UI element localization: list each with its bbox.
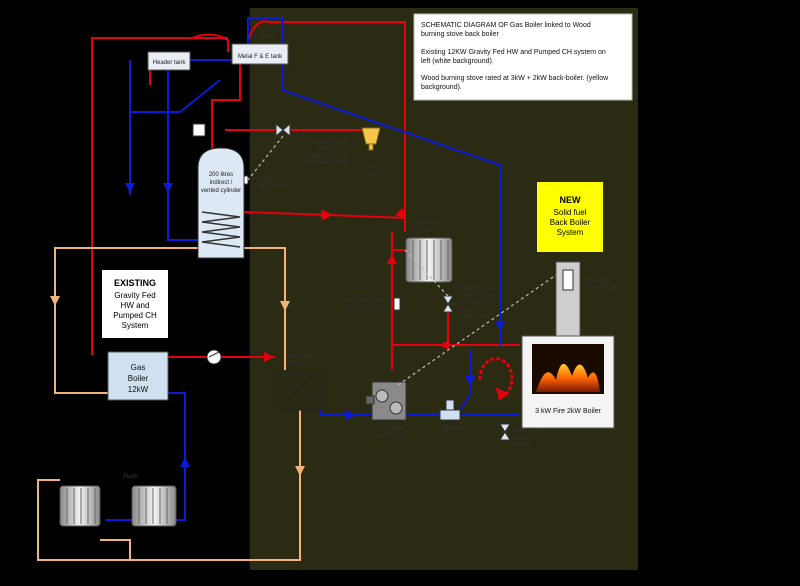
control-dash-3 [397,274,557,386]
radiator-1 [59,485,101,527]
info-line-4: left (white background). [421,58,494,65]
hot-water-pipe-thermostat [393,297,401,311]
drain-valve-label-1: Drain Cock [512,428,543,434]
thermosyphon-loop [478,357,514,401]
load-unit-label-2: and Pump [375,433,403,439]
powered-close-label-2: valve. E.g. all [458,293,494,299]
cylinder-thermostat-label-2: Thermostat [256,183,287,189]
existing-title: EXISTING [114,278,156,288]
hot-water-stat-label-1: Hot Water pipe [344,298,384,304]
heat-exchanger-label-1: Plate Heat [288,354,316,360]
gas-pump-mark [208,351,220,358]
load-valve-pump: Load Valve and Pump [365,381,407,439]
drain-valve-label-2: Isolation [512,435,534,441]
powered-close-label-4: power cut [458,307,484,313]
powered-valve-label-1: Powered open [307,139,346,145]
blue-to-cylinder [167,60,200,241]
hot-water-cylinder: 200 litres indirect / vented cylinder Cy… [197,147,287,259]
air-separator [192,123,206,137]
header-tank-label: Header tank [153,60,187,66]
radiators-label: Rads [124,474,138,480]
powered-open-valve: Powered open valve (located at cylinder … [275,122,351,166]
wood-stove: 3 kW Fire 2kW Boiler [521,335,615,429]
powered-close-label-3: the event of a [458,300,495,306]
existing-line-1: Gravity Fed [114,291,155,300]
info-line-2: burning stove back boiler [421,31,499,38]
stove-label: 3 kW Fire 2kW Boiler [535,408,601,415]
info-line-5: Wood burning stove rated at 3kW + 2kW ba… [421,75,609,82]
radiator-2 [131,485,177,527]
drain-isolation-valve: Drain Cock Isolation valves [499,423,543,448]
powered-valve-label-4: base/feed ? 30C) [303,160,349,166]
vent-label: Vents [258,34,273,40]
drain-valve-label-3: valves [512,442,529,448]
peach-right-column [244,247,286,370]
fe-tank-label: Metal F & E tank [238,54,283,60]
load-unit-label-1: Load Valve [374,426,404,432]
existing-system-box: EXISTING Gravity Fed HW and Pumped CH Sy… [102,270,168,338]
cylinder-label-3: vented cylinder [201,188,241,194]
new-line-1: Solid fuel [554,208,587,217]
vent-hook-left [191,33,229,52]
info-line-1: SCHEMATIC DIAGRAM OF Gas Boiler linked t… [421,22,591,29]
heat-dump-radiator: Heat Dump Radiator [405,220,453,283]
heat-exchanger-label-2: Exchanger [288,361,317,367]
vent-pipe-gas [247,20,406,232]
cylinder-label-1: 200 litres [209,172,233,178]
hot-water-stat-label-2: Thermostat [349,305,380,311]
header-tank: Header tank [147,51,191,71]
info-line-3: Existing 12KW Gravity Fed HW and Pumped … [421,49,606,56]
coil-flow-right [243,208,406,232]
powered-close-label-5: valve opens [458,314,490,320]
new-system-box: NEW Solid fuel Back Boiler System [537,182,603,252]
flue-pipe: Flue pipe Thermostat [555,261,617,339]
gas-boiler-label-3: 12kW [128,385,149,394]
new-title: NEW [560,195,582,205]
primary-flow-cylinder [211,64,241,160]
flue-stat-label-1: Flue pipe [586,278,611,284]
new-line-3: System [557,228,584,237]
t-injector-label: T-injector [436,425,465,432]
cylinder-thermostat [243,175,249,185]
info-line-6: background). [421,84,462,91]
cylinder-coil [201,211,241,248]
powered-valve-label-3: (located at cylinder [301,153,351,159]
heat-dump-label-1: Heat Dump [413,220,444,226]
existing-line-3: Pumped CH [113,311,157,320]
plate-heat-exchanger: Plate Heat Exchanger [279,354,321,411]
cylinder-label-2: indirect / [210,180,233,186]
flue-stat-label-2: Thermostat [586,285,617,291]
heat-dump-label-2: Radiator [417,227,440,233]
existing-line-4: System [122,321,149,330]
cylinder-thermostat-label-1: Cylinder [256,176,278,182]
peach-loop-left [54,247,200,394]
drain-label-1: To [369,164,376,170]
peach-rad-link [100,539,131,560]
t-injector: T-injector [436,399,465,432]
drain-label-2: Drain [365,171,379,177]
info-box: SCHEMATIC DIAGRAM OF Gas Boiler linked t… [413,13,633,101]
gas-boiler: Gas Boiler 12kW [107,351,169,401]
peach-down [37,410,301,561]
powered-valve-label-2: valve [319,146,334,152]
powered-close-valve: Powered close valve. E.g. all the event … [442,286,498,320]
powered-close-label-1: Powered close [458,286,498,292]
gas-boiler-label-2: Boiler [128,374,149,383]
control-dash-2 [404,249,449,297]
flow-pipe-top-left [91,37,228,355]
fe-tank: Metal F & E tank Vents [231,34,289,65]
drain-funnel: To Drain [361,127,381,177]
gas-boiler-label-1: Gas [131,363,146,372]
gas-pump [206,349,222,365]
blue-fe-down [130,79,221,113]
existing-line-2: HW and [121,301,150,310]
new-line-2: Back Boiler [550,218,591,227]
